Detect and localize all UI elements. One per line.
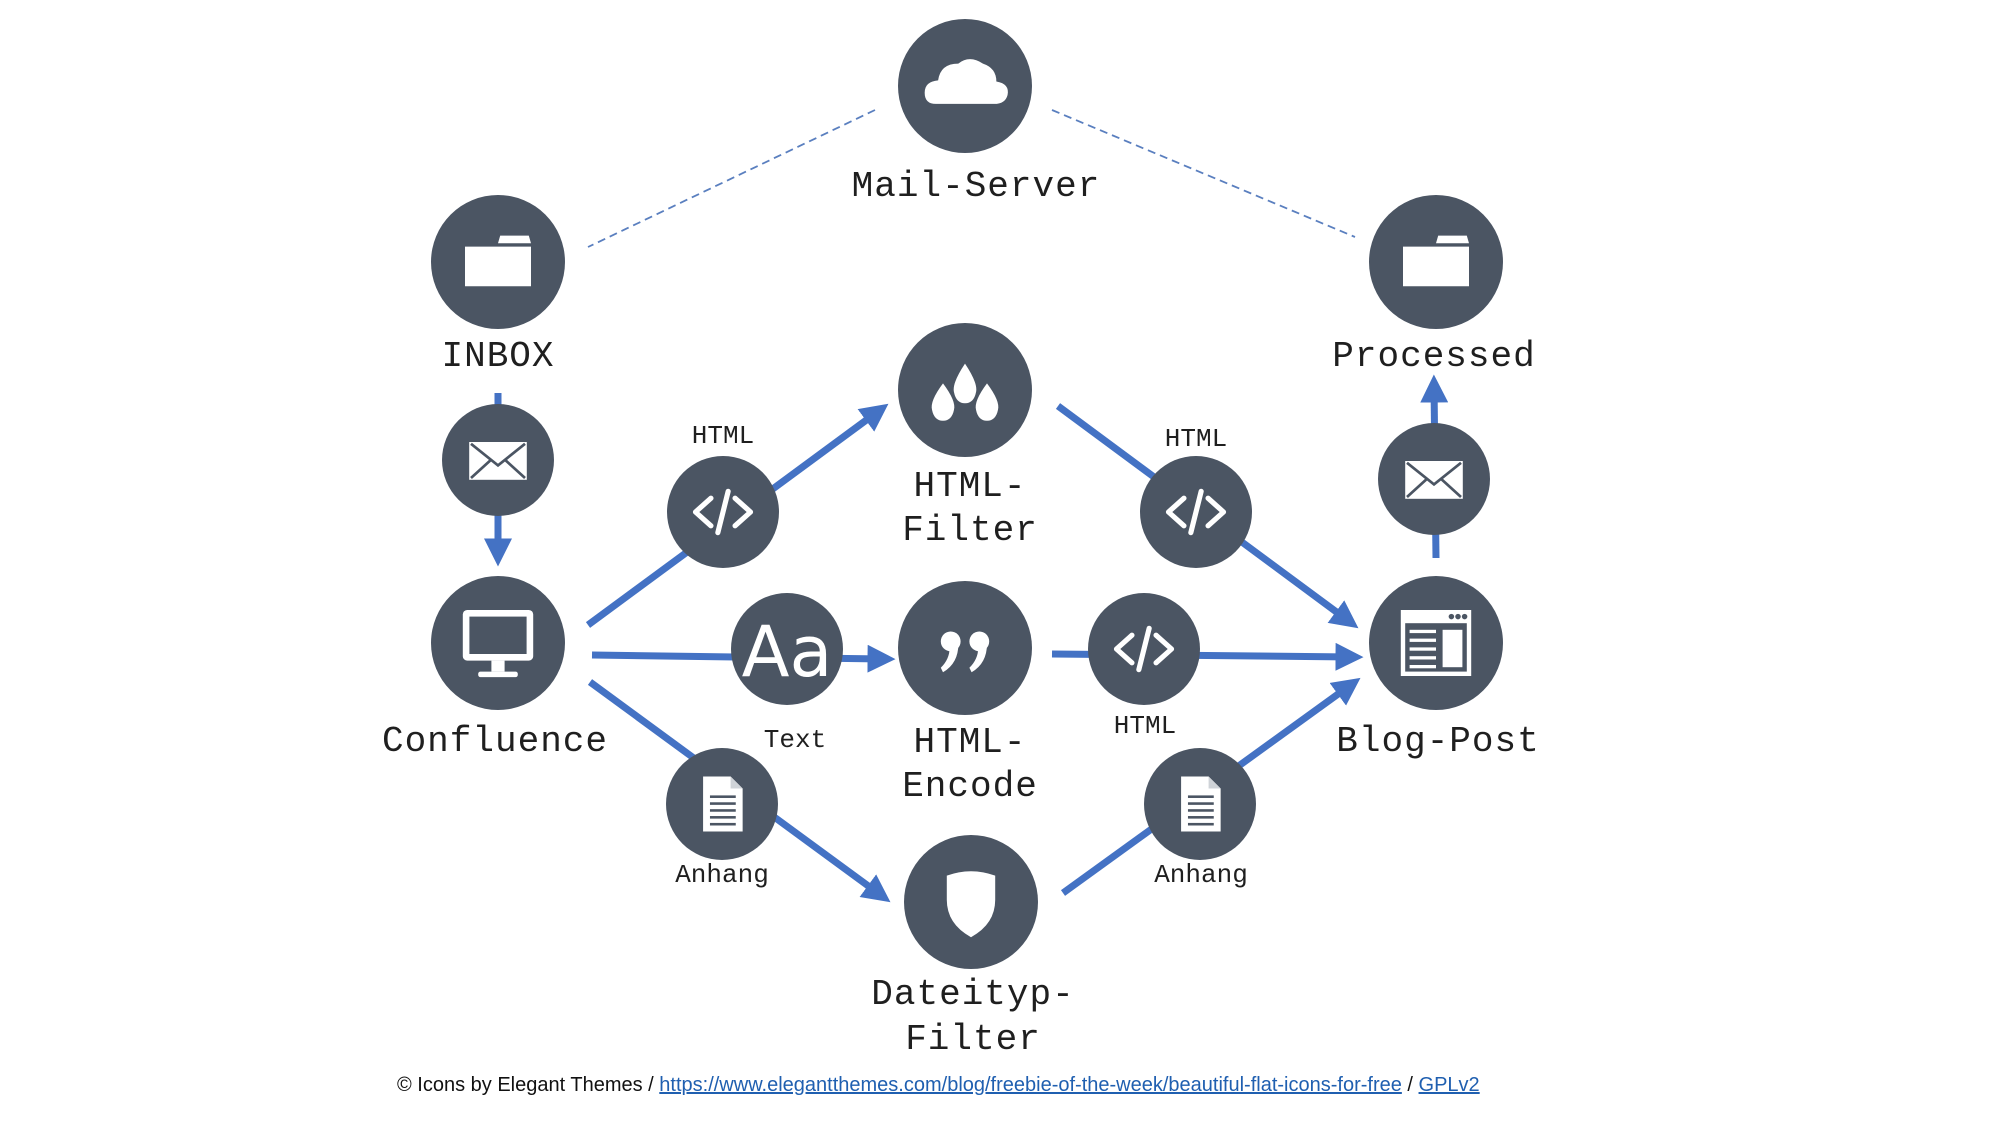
html-filter-label-line1: HTML- (913, 466, 1026, 507)
edge-label-html: HTML (1165, 424, 1227, 454)
edge-label-text: Text (764, 725, 826, 755)
node-confluence: Confluence (382, 576, 608, 762)
html-encode-label-line2: Encode (902, 766, 1038, 807)
edge-label-anhang: Anhang (1154, 860, 1248, 890)
text-badge-confluence-encode: Aa Text (731, 593, 843, 755)
node-html-encode: HTML- Encode (898, 581, 1038, 807)
browser-window-icon (1400, 610, 1472, 676)
dashed-connector-processed (1051, 109, 1356, 238)
dateityp-filter-label-line1: Dateityp- (871, 974, 1074, 1015)
node-html-filter: HTML- Filter (898, 323, 1038, 551)
document-badge-confluence-dateityp: Anhang (666, 748, 778, 890)
document-icon (703, 776, 743, 832)
node-mail-server: Mail-Server (852, 19, 1101, 207)
attribution-prefix: © Icons by Elegant Themes / (397, 1074, 660, 1096)
envelope-badge-processed (1378, 423, 1490, 535)
node-blog-post: Blog-Post (1336, 576, 1539, 762)
mail-server-label: Mail-Server (852, 166, 1101, 207)
dashed-connector-inbox (587, 109, 876, 248)
envelope-icon (1403, 459, 1465, 501)
inbox-label: INBOX (441, 336, 554, 377)
envelope-badge-inbox (442, 404, 554, 516)
confluence-label: Confluence (382, 721, 608, 762)
dateityp-filter-label-line2: Filter (905, 1019, 1041, 1060)
node-dateityp-filter: Dateityp- Filter (871, 835, 1074, 1060)
text-aa-icon: Aa (742, 611, 833, 693)
document-icon (1181, 776, 1221, 832)
attribution-separator: / (1401, 1074, 1419, 1096)
edge-label-html: HTML (1114, 711, 1176, 741)
document-badge-dateityp-blog: Anhang (1144, 748, 1256, 890)
attribution-footer: © Icons by Elegant Themes / https://www.… (397, 1074, 1480, 1097)
license-link[interactable]: GPLv2 (1418, 1074, 1480, 1096)
attribution-link[interactable]: https://www.elegantthemes.com/blog/freeb… (659, 1074, 1402, 1096)
envelope-icon (467, 440, 529, 482)
edge-label-html: HTML (692, 421, 754, 451)
code-badge-confluence-filter: HTML (667, 421, 779, 568)
html-filter-label-line2: Filter (902, 510, 1038, 551)
code-badge-filter-blog: HTML (1140, 424, 1252, 568)
html-encode-label-line1: HTML- (913, 722, 1026, 763)
blog-post-label: Blog-Post (1336, 721, 1539, 762)
processed-label: Processed (1332, 336, 1535, 377)
code-badge-encode-blog: HTML (1088, 593, 1200, 741)
node-inbox: INBOX (431, 195, 565, 377)
edge-label-anhang: Anhang (675, 860, 769, 890)
node-processed: Processed (1332, 195, 1535, 377)
